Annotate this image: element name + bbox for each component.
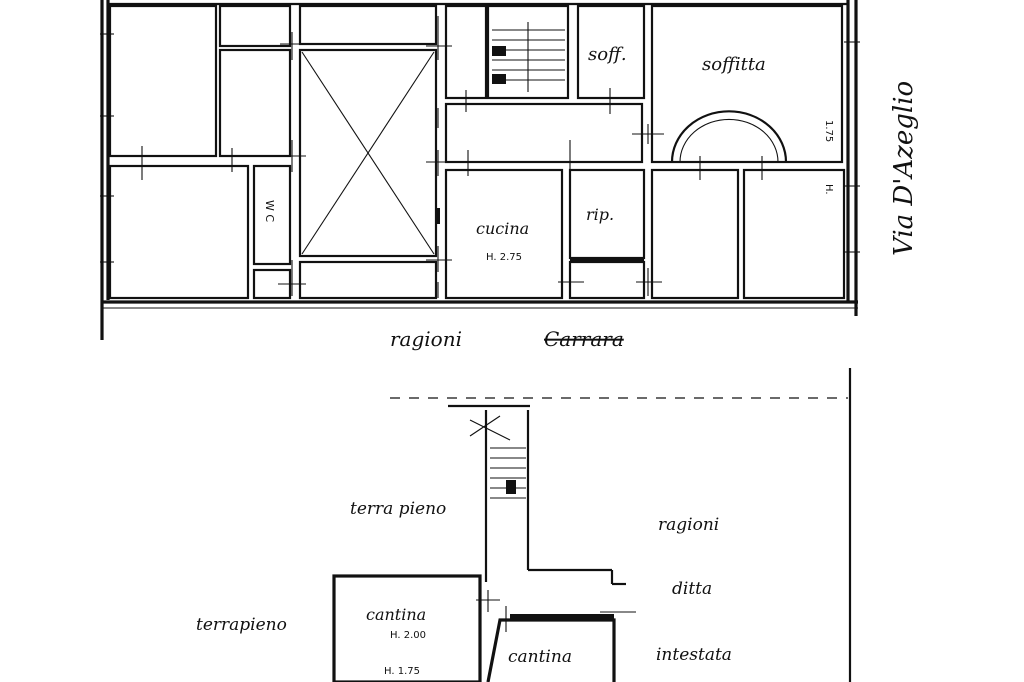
room-label-cantina-right: cantina — [508, 647, 572, 667]
room-label-wc: W C — [263, 200, 276, 222]
room-label-cucina: cucina — [476, 219, 529, 238]
cantina-left-height: H. 2.00 — [390, 630, 426, 641]
soffitta-h-mark: H. — [823, 184, 834, 195]
room-label-soffitta: soffitta — [702, 54, 766, 75]
room-label-soff: soff. — [588, 44, 627, 65]
upper-floor-plan: soff. soffitta 1.75 H. W C cucina H. 2.7… — [100, 0, 919, 351]
door-marks — [100, 16, 860, 298]
label-terra-pieno: terra pieno — [350, 499, 446, 519]
cucina-height: H. 2.75 — [486, 252, 522, 263]
label-intestata: intestata — [656, 645, 732, 665]
label-terrapieno: terrapieno — [196, 615, 287, 635]
room-label-cantina-left: cantina — [366, 605, 426, 624]
soffitta-height: 1.75 — [823, 120, 834, 142]
label-ditta: ditta — [672, 579, 712, 599]
neighbor-label-2: Carrara — [544, 327, 624, 351]
stair-icon — [492, 22, 565, 92]
street-label: Via D'Azeglio — [889, 81, 919, 256]
cantina-left-height-2: H. 1.75 — [384, 666, 420, 677]
stair-icon-lower — [469, 415, 526, 499]
label-ragioni-lower: ragioni — [658, 515, 719, 535]
neighbor-label-1: ragioni — [390, 327, 462, 351]
lower-floor-plan: terra pieno terrapieno cantina H. 2.00 H… — [196, 368, 852, 682]
room-label-rip: rip. — [586, 205, 614, 224]
